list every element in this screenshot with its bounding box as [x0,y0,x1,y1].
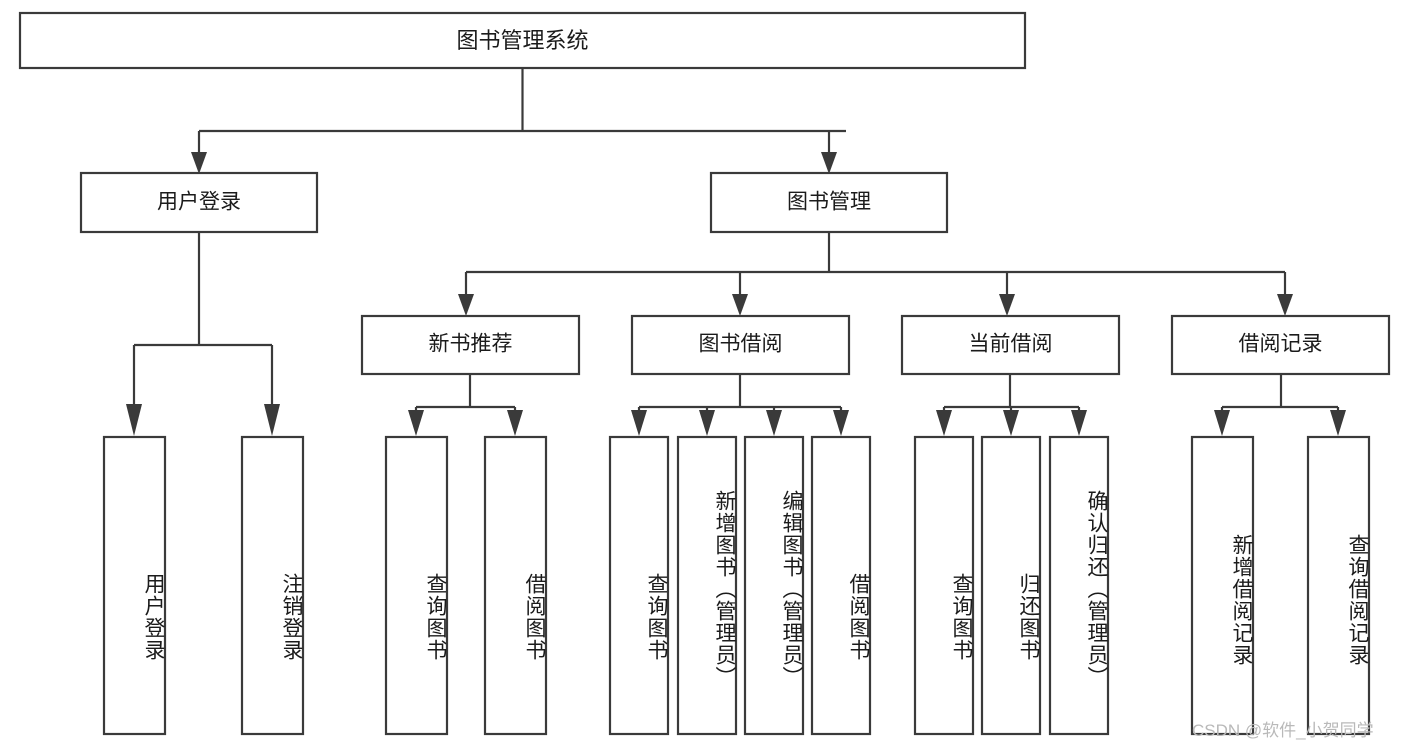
leaf-boxes-layer [102,435,1371,736]
node-user-login-box [79,171,319,234]
arrowhead-newbook-leaf-1 [408,410,424,436]
node-borrow-record[interactable]: 借阅记录 [1170,314,1391,376]
arrowhead-borrowrecord-leaf-2 [1330,410,1346,436]
node-user-login[interactable]: 用户登录 [79,171,319,234]
leaf-box-borrow-book-rec[interactable] [483,435,548,736]
arrowhead-user-login [191,152,207,174]
arrowhead-leaf-user-login [126,404,142,436]
node-new-book-recommend-label: 新书推荐 [429,333,513,356]
arrowhead-currentborrow-leaf-3 [1071,410,1087,436]
arrowhead-bookborrow-leaf-3 [766,410,782,436]
node-current-borrow-box [900,314,1121,376]
leaf-box-return-book[interactable] [980,435,1042,736]
arrowhead-book-borrow [732,294,748,316]
arrowhead-currentborrow-leaf-1 [936,410,952,436]
leaf-box-logout[interactable] [240,435,305,736]
arrowhead-newbook-leaf-2 [507,410,523,436]
leaf-box-query-book-rec[interactable] [384,435,449,736]
arrowhead-borrowrecord-leaf-1 [1214,410,1230,436]
leaf-box-confirm-return-admin[interactable] [1048,435,1110,736]
csdn-watermark: CSDN @软件_小贺同学 [1192,721,1374,740]
node-current-borrow-label: 当前借阅 [969,333,1053,356]
node-root-system-label: 图书管理系统 [456,28,588,53]
node-book-borrow-label: 图书借阅 [699,333,783,356]
node-root-system[interactable]: 图书管理系统 [18,11,1027,70]
arrowhead-bookborrow-leaf-4 [833,410,849,436]
arrowhead-borrow-record [1277,294,1293,316]
leaf-box-query-borrow-record[interactable] [1306,435,1371,736]
leaf-box-user-login[interactable] [102,435,167,736]
node-current-borrow[interactable]: 当前借阅 [900,314,1121,376]
arrowhead-current-borrow [999,294,1015,316]
node-root-system-box [18,11,1027,70]
node-borrow-record-label: 借阅记录 [1239,333,1323,356]
leaf-box-add-book-admin[interactable] [676,435,738,736]
arrowhead-new-book-rec [458,294,474,316]
node-book-management-box [709,171,949,234]
connectors-layer [126,68,1346,436]
node-new-book-recommend[interactable]: 新书推荐 [360,314,581,376]
leaf-box-borrow-book[interactable] [810,435,872,736]
node-new-book-recommend-box [360,314,581,376]
leaf-box-edit-book-admin[interactable] [743,435,805,736]
arrowhead-book-manage [821,152,837,174]
node-book-borrow-box [630,314,851,376]
arrowhead-leaf-logout [264,404,280,436]
node-borrow-record-box [1170,314,1391,376]
arrowhead-bookborrow-leaf-1 [631,410,647,436]
leaf-box-query-book-current[interactable] [913,435,975,736]
node-book-management[interactable]: 图书管理 [709,171,949,234]
arrowhead-bookborrow-leaf-2 [699,410,715,436]
node-user-login-label: 用户登录 [157,191,241,214]
node-book-management-label: 图书管理 [787,191,871,214]
leaf-box-query-book-borrow[interactable] [608,435,670,736]
arrowhead-currentborrow-leaf-2 [1003,410,1019,436]
leaf-box-add-borrow-record[interactable] [1190,435,1255,736]
node-book-borrow[interactable]: 图书借阅 [630,314,851,376]
